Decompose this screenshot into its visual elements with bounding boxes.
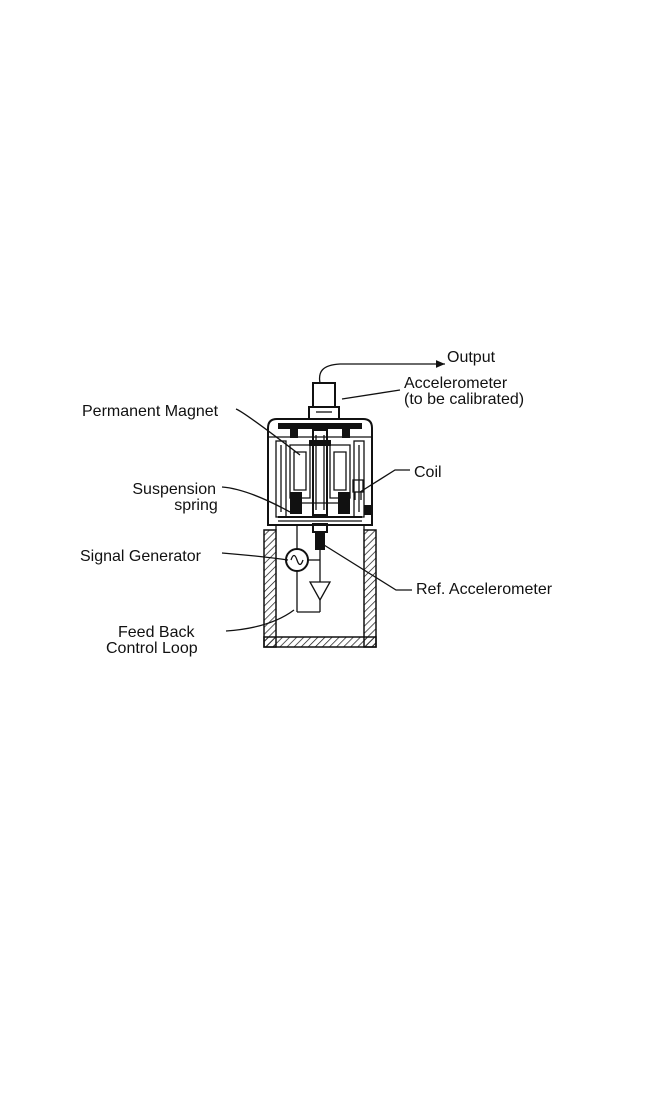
label-accelerometer-line1: Accelerometer: [404, 375, 508, 392]
leader-coil: [360, 470, 410, 492]
label-signal-generator: Signal Generator: [80, 548, 202, 565]
suspension-spring: [278, 517, 362, 521]
leader-suspension: [222, 487, 290, 512]
label-coil: Coil: [414, 464, 442, 481]
armature-shaft: [309, 430, 331, 515]
label-suspension-line2: spring: [174, 497, 218, 514]
permanent-magnet: [290, 445, 350, 498]
label-output: Output: [447, 349, 496, 366]
label-feedback-line1: Feed Back: [118, 624, 195, 641]
signal-generator: [286, 525, 308, 612]
label-feedback-line2: Control Loop: [106, 640, 198, 657]
test-accelerometer: [309, 383, 339, 419]
label-ref-accelerometer: Ref. Accelerometer: [416, 581, 553, 598]
label-suspension-line1: Suspension: [132, 481, 216, 498]
label-permanent-magnet: Permanent Magnet: [82, 403, 219, 420]
leader-feedback: [226, 610, 294, 631]
label-accelerometer-line2: (to be calibrated): [404, 391, 524, 408]
leader-signal-generator: [222, 553, 288, 560]
feedback-control-loop: [297, 560, 330, 612]
leader-accelerometer: [342, 390, 400, 399]
